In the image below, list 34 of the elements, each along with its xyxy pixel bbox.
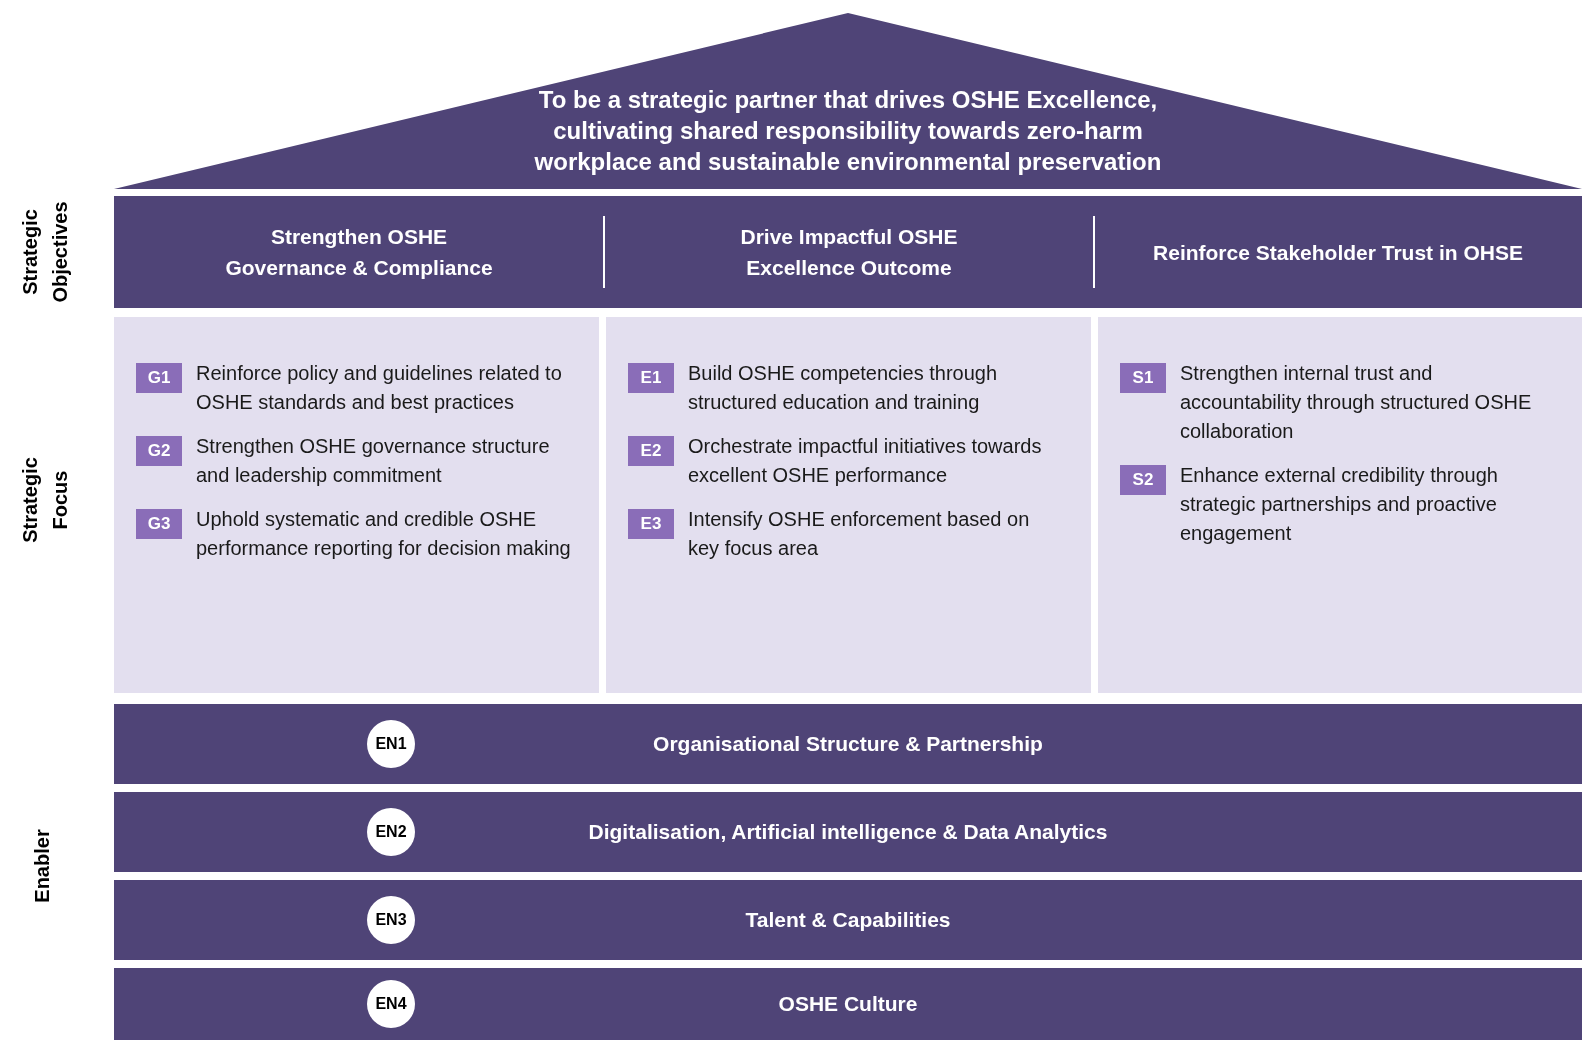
focus-description: Strengthen internal trust and accountability through structured OSHE collaboration xyxy=(1180,361,1533,444)
focus-description: Build OSHE competencies through structured education and training xyxy=(688,361,999,415)
focus-panel xyxy=(114,317,599,693)
enabler-band xyxy=(114,792,1582,872)
focus-description: Uphold systematic and credible OSHE performance reporting for decision making xyxy=(196,507,571,561)
enabler-title: Digitalisation, Artificial intelligence & Data Analytics xyxy=(588,819,1108,846)
code-badge: E2 xyxy=(628,436,674,466)
focus-description: Reinforce policy and guidelines related to OSHE standards and best practices xyxy=(196,361,563,415)
objective-header: Drive Impactful OSHE Excellence Outcome xyxy=(604,196,1094,308)
focus-description: Intensify OSHE enforcement based on key focus area xyxy=(688,507,1031,561)
focus-description: Strengthen OSHE governance structure and leadership commitment xyxy=(196,434,551,488)
code-badge: G1 xyxy=(136,363,182,393)
focus-panel xyxy=(606,317,1091,693)
enabler-band xyxy=(114,968,1582,1040)
section-label: Enabler xyxy=(30,828,54,905)
section-label: Strategic Objectives xyxy=(18,200,72,305)
enabler-band xyxy=(114,880,1582,960)
objective-header: Reinforce Stakeholder Trust in OHSE xyxy=(1094,196,1582,308)
focus-description: Orchestrate impactful initiatives towards excellent OSHE performance xyxy=(688,434,1043,488)
vision-statement: To be a strategic partner that drives OSHE Excellence, cultivating shared responsibility towards zero-harm workplace and sustainable environmental preservation xyxy=(533,85,1163,177)
objective-header: Strengthen OSHE Governance & Compliance xyxy=(114,196,604,308)
focus-description: Enhance external credibility through strategic partnerships and proactive engagement xyxy=(1180,463,1499,546)
code-badge: S1 xyxy=(1120,363,1166,393)
enabler-band xyxy=(114,704,1582,784)
enabler-title: Organisational Structure & Partnership xyxy=(653,731,1043,758)
focus-panel xyxy=(1098,317,1582,693)
code-badge: E1 xyxy=(628,363,674,393)
enabler-title: Talent & Capabilities xyxy=(745,907,951,934)
code-badge: G2 xyxy=(136,436,182,466)
section-label: Strategic Focus xyxy=(18,456,72,545)
code-badge: S2 xyxy=(1120,465,1166,495)
enabler-title: OSHE Culture xyxy=(778,991,918,1018)
code-badge: E3 xyxy=(628,509,674,539)
code-badge: G3 xyxy=(136,509,182,539)
